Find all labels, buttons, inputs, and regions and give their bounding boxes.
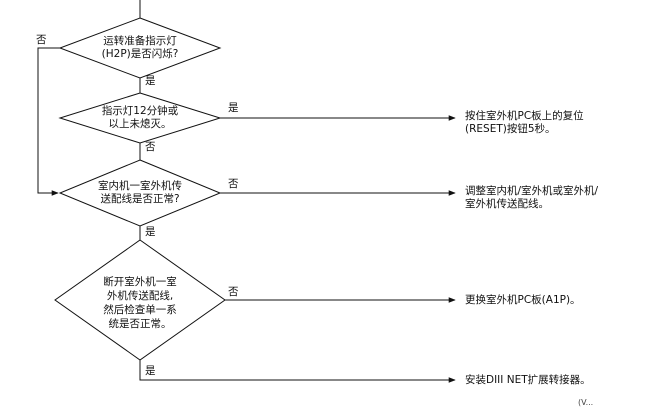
action-a3-line-1: 更换室外机PC板(A1P)。 <box>465 294 581 306</box>
label-d4-no: 否 <box>228 286 239 298</box>
decision-d3-text: 室内机一室外机传 送配线是否正常? <box>98 180 182 206</box>
label-d3-no: 否 <box>228 178 239 190</box>
decision-d2-line-1: 指示灯12分钟或 <box>101 105 179 117</box>
action-a1-line-1: 按住室外机PC板上的复位 <box>465 110 584 122</box>
edge-d1-no-d3 <box>37 47 60 196</box>
decision-d4-line-4: 统是否正常。 <box>108 318 172 330</box>
decision-d4-line-2: 外机传送配线, <box>106 290 174 302</box>
action-a2: 调整室内机/室外机或室外机/ 室外机传送配线。 <box>465 185 598 211</box>
decision-d2-text: 指示灯12分钟或 以上未熄灭。 <box>102 105 178 131</box>
label-d3-yes: 是 <box>145 226 156 238</box>
label-d2-no: 否 <box>145 141 156 153</box>
edge-d4-a4 <box>139 360 456 383</box>
label-d4-yes: 是 <box>145 365 156 377</box>
action-a4: 安装DIII NET扩展转接器。 <box>465 374 591 387</box>
label-d1-no: 否 <box>36 34 47 46</box>
label-d2-yes: 是 <box>228 102 239 114</box>
decision-d4-line-3: 然后检查单一系 <box>103 304 177 316</box>
action-a2-line-1: 调整室内机/室外机或室外机/ <box>465 185 599 197</box>
decision-d1-line-1: 运转准备指示灯 <box>103 35 177 47</box>
decision-d1-text: 运转准备指示灯 (H2P)是否闪烁? <box>102 35 179 61</box>
action-a1: 按住室外机PC板上的复位 (RESET)按钮5秒。 <box>465 110 584 136</box>
decision-d1-line-2: (H2P)是否闪烁? <box>101 48 179 60</box>
decision-d2-line-2: 以上未熄灭。 <box>108 118 172 130</box>
decision-d4-line-1: 断开室外机一室 <box>103 276 177 288</box>
label-d1-yes: 是 <box>145 75 156 87</box>
decision-d3-line-2: 送配线是否正常? <box>100 193 180 205</box>
decision-d4-text: 断开室外机一室 外机传送配线, 然后检查单一系 统是否正常。 <box>103 275 177 331</box>
action-a4-line-1: 安装DIII NET扩展转接器。 <box>465 374 591 386</box>
action-a3: 更换室外机PC板(A1P)。 <box>465 294 581 307</box>
decision-d3-line-1: 室内机一室外机传 <box>98 180 182 192</box>
action-a1-line-2: (RESET)按钮5秒。 <box>465 123 556 135</box>
action-a2-line-2: 室外机传送配线。 <box>465 198 549 210</box>
